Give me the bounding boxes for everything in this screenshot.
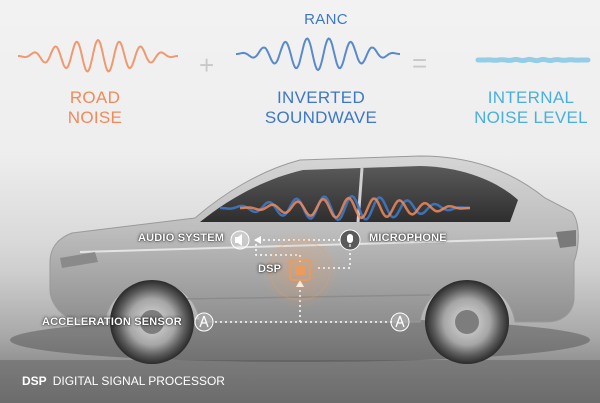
rear-wheel (425, 280, 509, 364)
internal-noise-label: INTERNAL NOISE LEVEL (466, 88, 596, 128)
footer-text: DIGITAL SIGNAL PROCESSOR (52, 374, 225, 388)
car-pillar (356, 167, 364, 223)
dsp-ring (269, 239, 331, 301)
road-noise-wave (18, 38, 178, 73)
acceleration-sensor-label: ACCELERATION SENSOR (42, 316, 182, 328)
inverted-soundwave (236, 37, 400, 72)
dsp-label: DSP (258, 263, 282, 275)
road-shadow (0, 360, 600, 403)
inverted-line-1: INVERTED (276, 88, 366, 107)
cabin-inverted-wave (220, 194, 470, 222)
inverted-soundwave-label: INVERTED SOUNDWAVE (236, 88, 406, 128)
ranc-label: RANC (304, 11, 348, 28)
audio-system-label: AUDIO SYSTEM (138, 232, 225, 244)
internal-line-2: NOISE LEVEL (474, 108, 588, 127)
front-wheel (110, 280, 194, 364)
dsp-chip-icon (289, 259, 311, 281)
taillight (556, 230, 576, 248)
equals-operator: = (412, 48, 428, 78)
inverted-line-2: SOUNDWAVE (264, 108, 378, 127)
microphone-icon (339, 229, 361, 251)
road-noise-label: ROAD NOISE (40, 88, 150, 128)
internal-noise-wave (475, 56, 591, 64)
plus-operator: + (199, 50, 215, 80)
footer-legend: DSP DIGITAL SIGNAL PROCESSOR (22, 374, 225, 388)
cabin-road-noise-wave (240, 196, 470, 220)
sensor-icon-rear (390, 312, 410, 332)
speaker-icon (230, 230, 250, 250)
sensor-icon-front (194, 312, 214, 332)
microphone-label: MICROPHONE (369, 232, 447, 244)
internal-line-1: INTERNAL (487, 88, 575, 107)
footer-abbr: DSP (22, 374, 47, 388)
headlight (60, 252, 98, 268)
road-noise-line-1: ROAD (69, 88, 121, 107)
road-noise-line-2: NOISE (67, 108, 123, 127)
